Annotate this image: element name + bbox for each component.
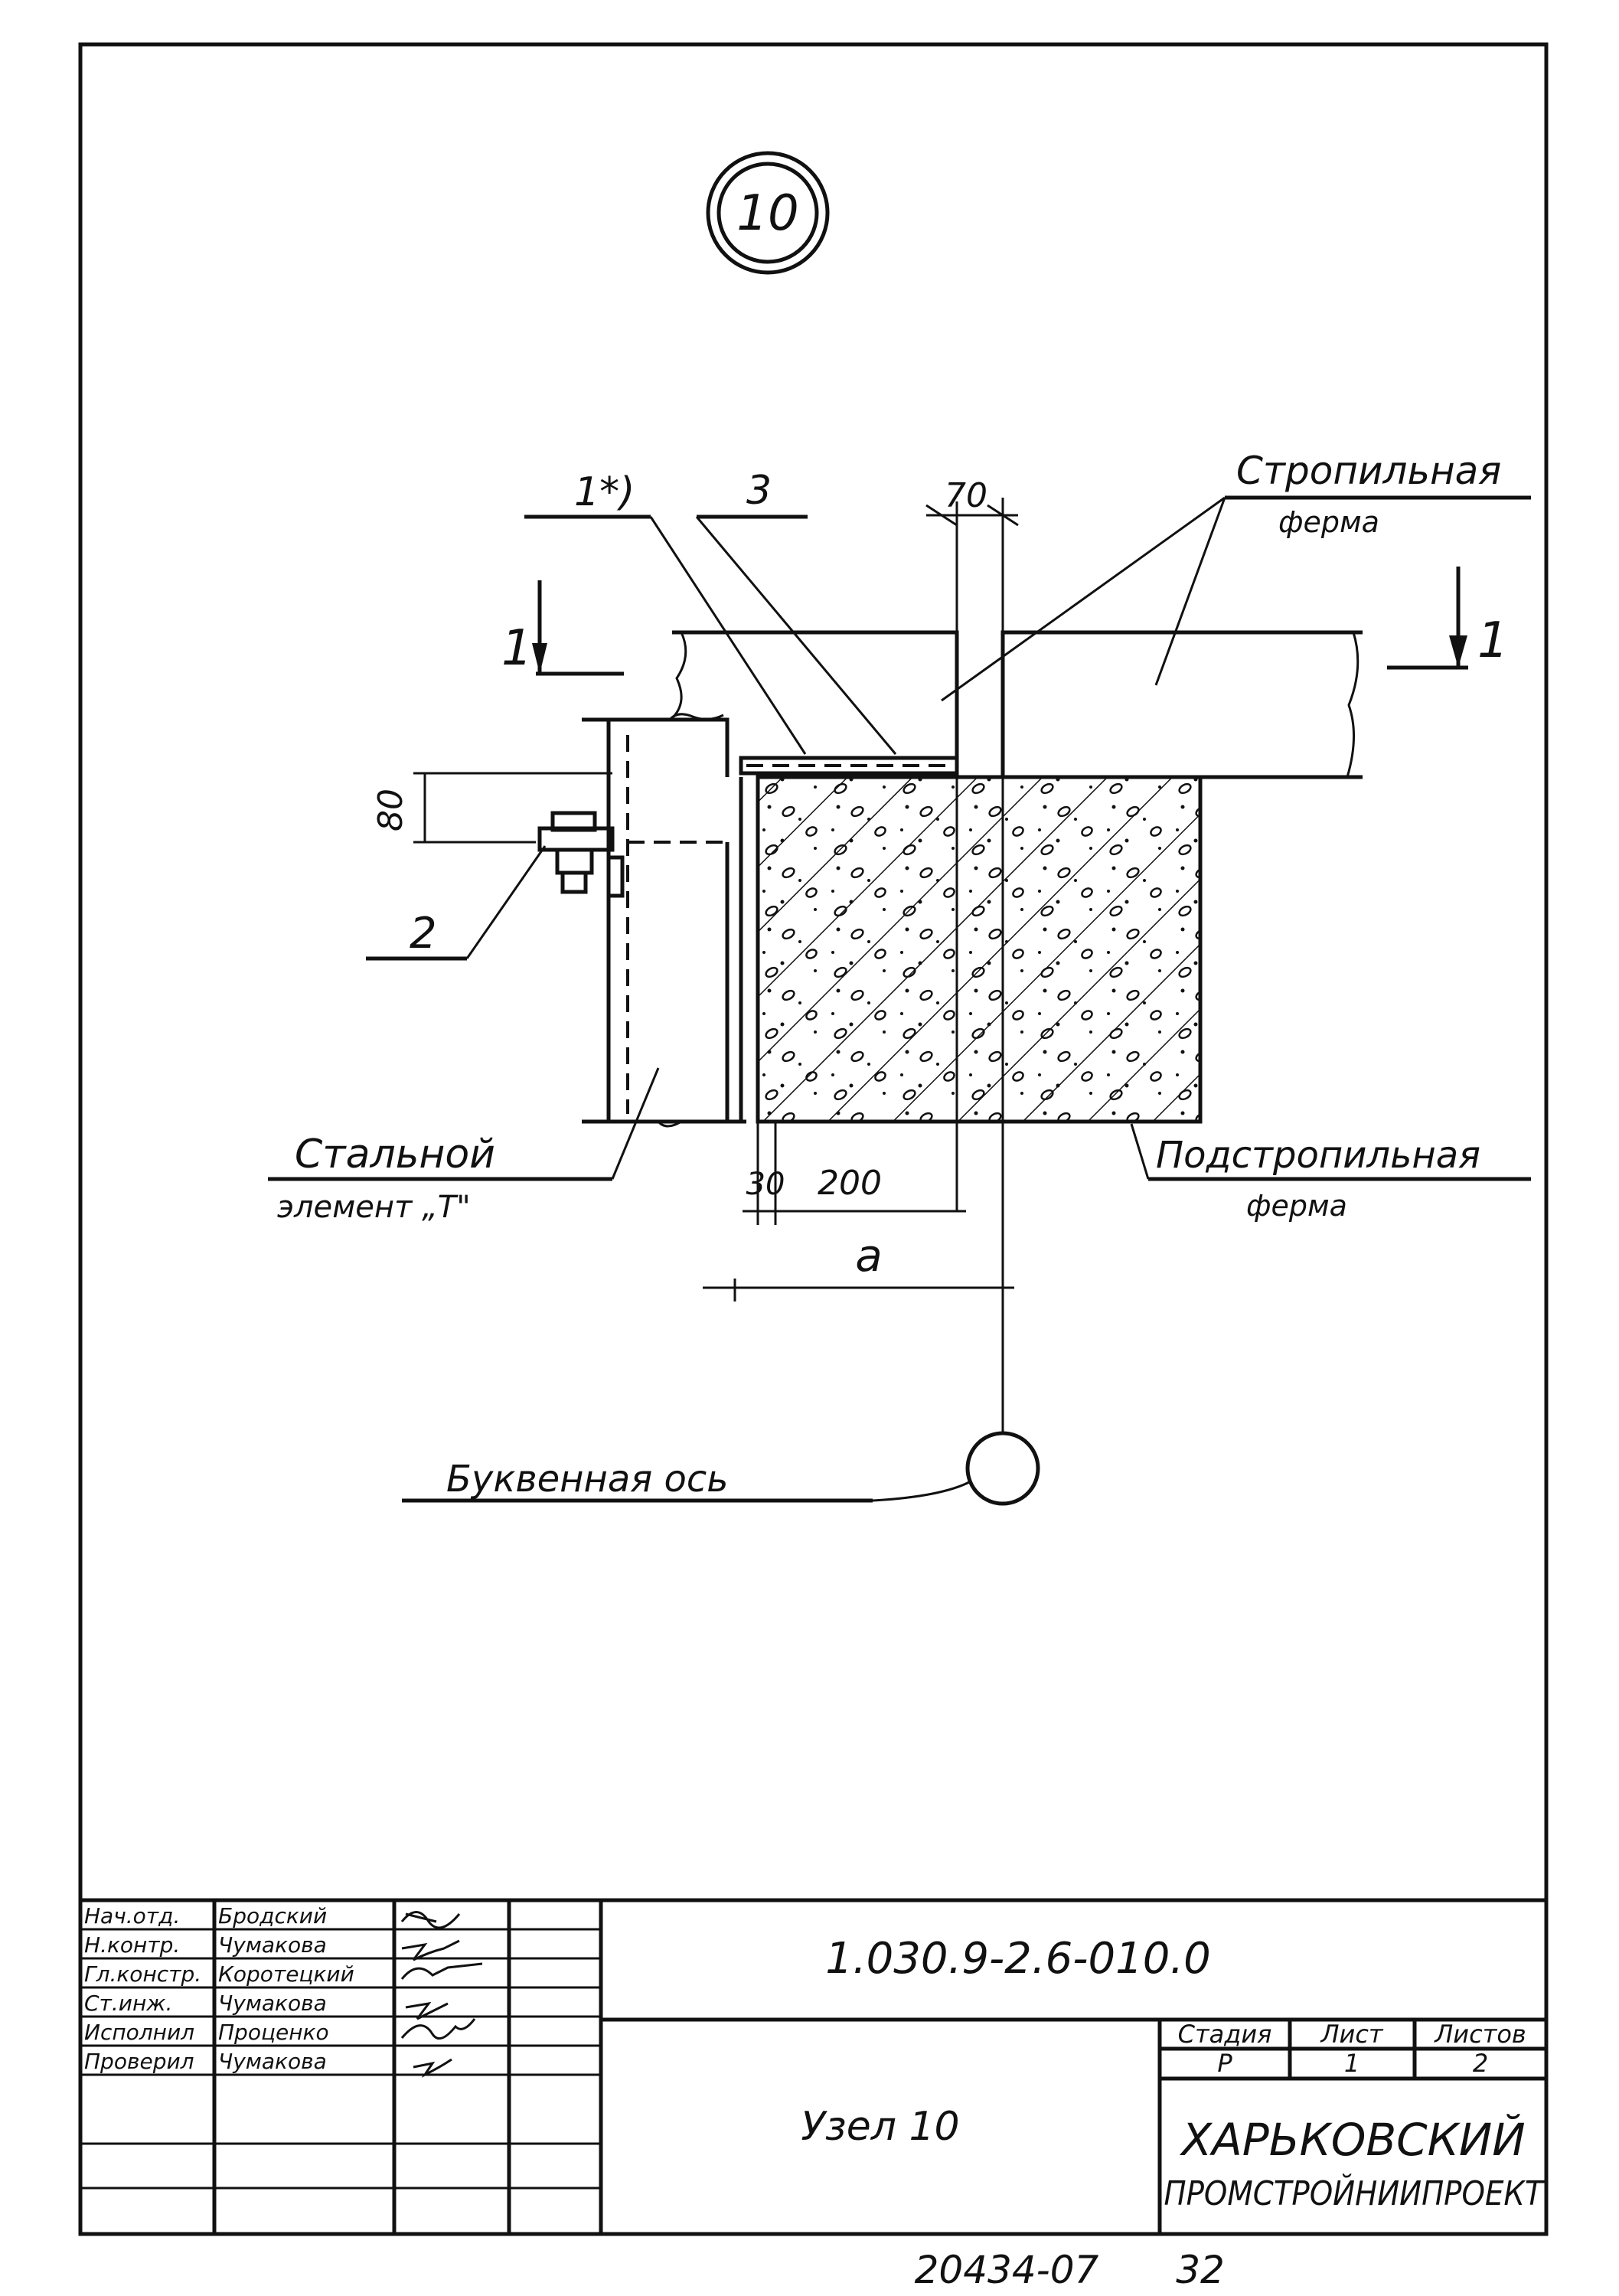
role-norm-control: Н.контр.	[84, 1932, 180, 1958]
dimension-a-value: a	[855, 1230, 883, 1282]
steel-element-label-line1: Стальной	[295, 1132, 495, 1177]
sheet-header: Лист	[1320, 2020, 1383, 2049]
concrete-sub-rafter-truss	[756, 775, 1203, 1124]
drawing-title: Узел 10	[801, 2104, 959, 2150]
sheets-header: Листов	[1434, 2020, 1526, 2049]
name-executed-by: Проценко	[218, 2020, 329, 2045]
stage-header: Стадия	[1178, 2020, 1272, 2049]
sheet-frame	[78, 42, 1549, 2236]
role-executed-by: Исполнил	[84, 2020, 194, 2045]
dimension-200-value: 200	[818, 1164, 882, 1203]
dimension-70-value: 70	[945, 476, 987, 515]
section-mark-left-number: 1	[501, 620, 533, 677]
rafter-truss-callout: Стропильная ферма	[941, 449, 1531, 702]
sub-rafter-truss-label-line1: Подстропильная	[1156, 1134, 1480, 1177]
dimension-80-value: 80	[371, 789, 410, 831]
letter-axis-marker: Буквенная ось	[402, 1431, 1040, 1506]
sheets-value: 2	[1473, 2049, 1488, 2078]
bolt-assembly	[537, 811, 625, 898]
role-chief-designer: Гл.констр.	[84, 1961, 201, 1987]
name-head-of-department: Бродский	[218, 1903, 327, 1929]
rafter-truss-left	[672, 630, 959, 777]
sub-rafter-truss-label-line2: ферма	[1246, 1189, 1347, 1223]
steel-element-callout: Стальной элемент „Т"	[268, 1067, 660, 1225]
sub-rafter-truss-callout: Подстропильная ферма	[1130, 1123, 1531, 1223]
node-number-marker: 10	[706, 151, 830, 275]
dimension-30-value: 30	[746, 1167, 785, 1202]
role-senior-engineer: Ст.инж.	[84, 1991, 172, 2016]
signatures	[400, 1911, 483, 2078]
support-pad	[739, 756, 959, 776]
name-checked-by: Чумакова	[218, 2049, 327, 2074]
dimension-a: a	[703, 1230, 1014, 1302]
sheet-value: 1	[1344, 2049, 1360, 2078]
letter-axis-label: Буквенная ось	[446, 1458, 729, 1501]
organization-name-line2: ПРОМСТРОЙНИИПРОЕКТ	[1164, 2173, 1546, 2213]
leader-2: 2	[366, 845, 547, 961]
leader-2-label: 2	[410, 909, 437, 959]
name-chief-designer: Коротецкий	[218, 1961, 354, 1987]
section-mark-left: 1	[501, 580, 624, 677]
rafter-truss-label-line2: ферма	[1278, 505, 1379, 539]
steel-element-t	[582, 713, 746, 1128]
dimension-30-200: 30 200	[743, 1122, 966, 1225]
leader-1: 1*)	[524, 469, 807, 755]
archive-number: 20434-07	[915, 2248, 1099, 2292]
rafter-truss-label-line1: Стропильная	[1236, 449, 1501, 493]
name-senior-engineer: Чумакова	[218, 1991, 327, 2016]
steel-element-label-line2: элемент „Т"	[277, 1190, 471, 1225]
page-number: 32	[1176, 2248, 1225, 2292]
role-head-of-department: Нач.отд.	[84, 1903, 180, 1929]
dimension-70: 70	[925, 476, 1019, 777]
dimension-80: 80	[371, 772, 612, 844]
node-number: 10	[736, 185, 798, 242]
role-checked-by: Проверил	[84, 2049, 194, 2074]
title-block	[80, 1898, 1546, 2234]
leader-3: 3	[695, 468, 897, 755]
leader-3-label: 3	[746, 468, 772, 514]
document-code: 1.030.9-2.6-010.0	[825, 1934, 1211, 1984]
name-norm-control: Чумакова	[218, 1932, 327, 1958]
section-mark-right: 1	[1387, 567, 1509, 670]
leader-1-label: 1*)	[574, 469, 635, 515]
stage-value: Р	[1217, 2049, 1232, 2078]
rafter-truss-right	[1000, 630, 1363, 779]
organization-name-line1: ХАРЬКОВСКИЙ	[1179, 2113, 1525, 2166]
section-mark-right-number: 1	[1477, 612, 1509, 669]
